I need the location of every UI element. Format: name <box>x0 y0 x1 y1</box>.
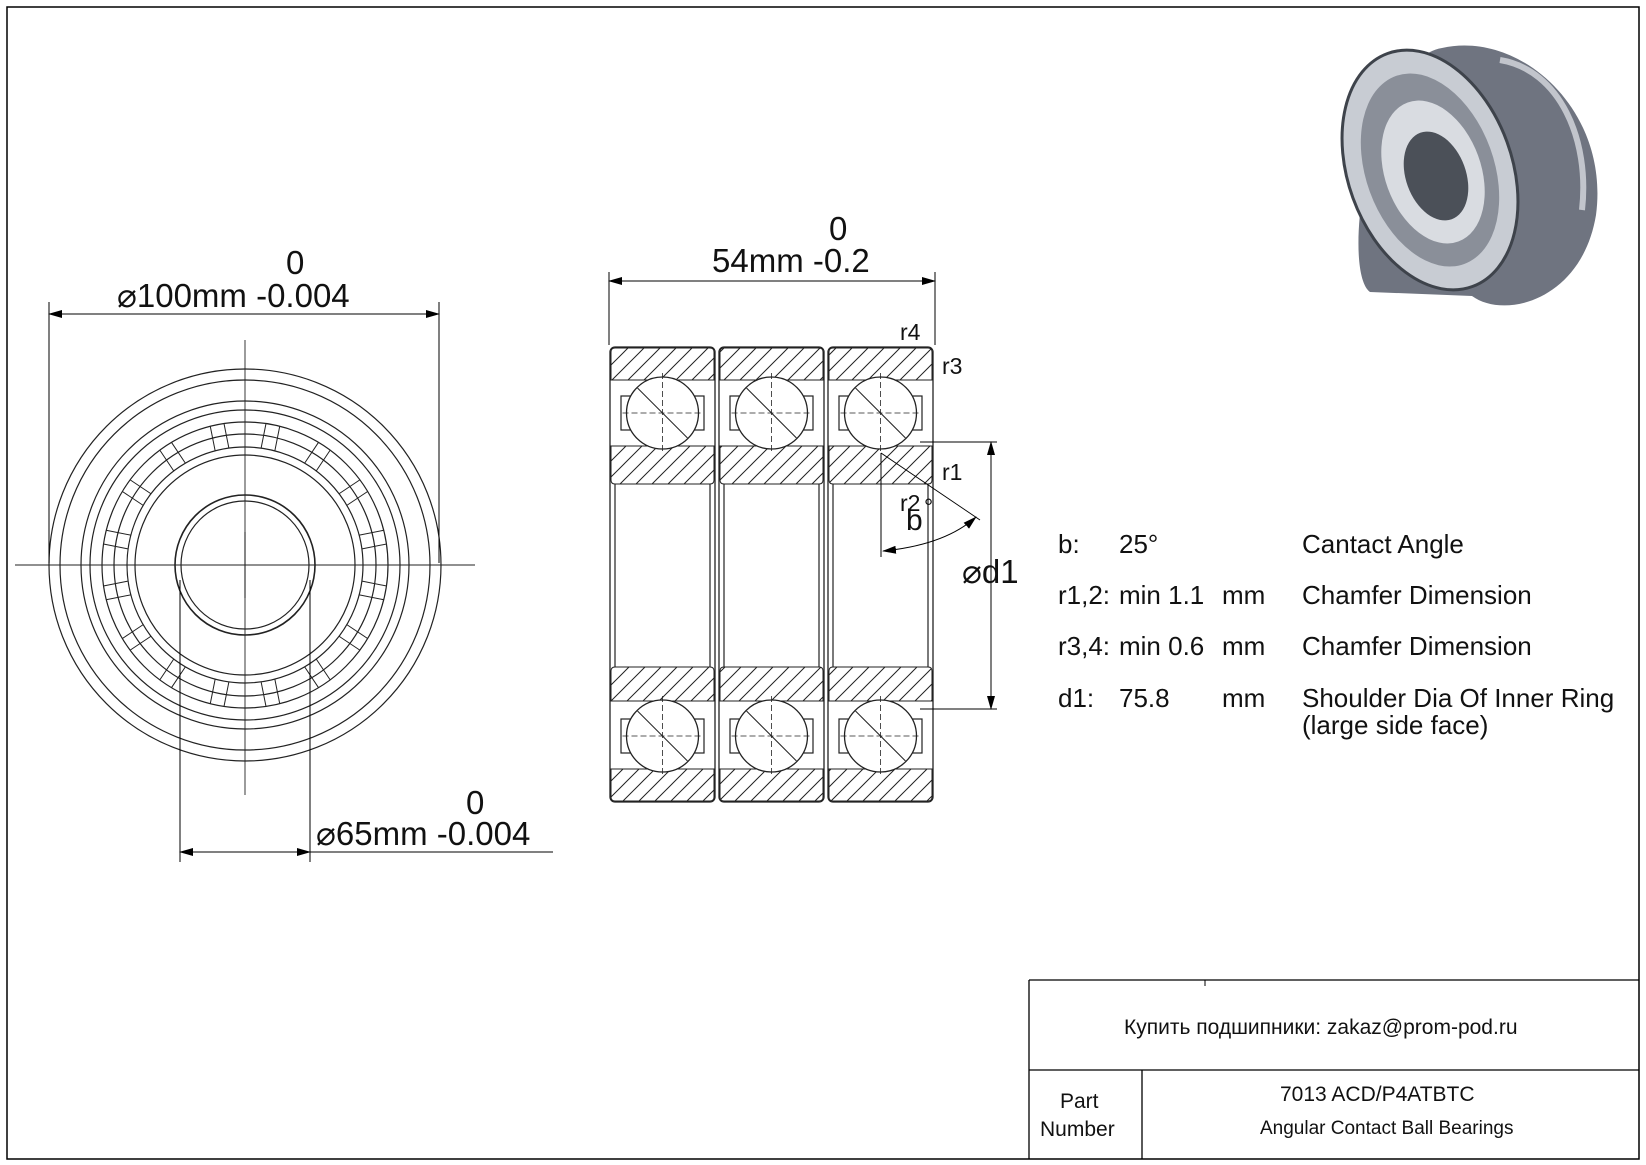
inner-ring-bottom <box>610 666 715 702</box>
contact-line <box>637 710 688 762</box>
contact-angle-b-label: b <box>906 504 923 537</box>
cage-pocket <box>209 423 230 451</box>
spec-value: 25° <box>1119 529 1159 559</box>
r4-label: r4 <box>900 319 921 345</box>
cage-pocket <box>260 423 281 451</box>
bore-diameter-lower-tol: -0.004 <box>436 815 531 852</box>
contact-line <box>746 387 797 439</box>
title-block <box>1028 979 1639 1159</box>
part-label-line1: Part <box>1060 1090 1099 1113</box>
bearing-3d-render <box>1340 45 1598 306</box>
cage-pocket <box>359 529 387 550</box>
cage-pocket <box>304 441 331 472</box>
unit-outline <box>718 346 825 803</box>
outer-diameter-nominal: 100mm <box>136 277 247 314</box>
inner-ring-bottom <box>828 666 933 702</box>
r2-label: r2 <box>900 490 921 516</box>
cage-pocket <box>159 441 186 472</box>
width-upper-tol: 0 <box>829 210 848 247</box>
bearing-unit <box>718 346 825 803</box>
spec-value: min 0.6 <box>1119 631 1205 661</box>
spec-key: d1: <box>1058 683 1095 713</box>
cage-pocket <box>260 679 281 707</box>
bore-diameter-label: ⌀65mm -0.004 <box>316 817 530 850</box>
spec-value: min 1.1 <box>1119 580 1205 610</box>
spec-description: Shoulder Dia Of Inner Ring <box>1302 683 1615 713</box>
cage-pocket <box>159 658 186 689</box>
spec-key: r1,2: <box>1058 580 1111 610</box>
outer-ring-top <box>719 347 824 381</box>
inner-ring-bottom <box>719 666 824 702</box>
part-label-line2: Number <box>1040 1118 1115 1141</box>
outer-ring-bottom <box>610 768 715 802</box>
spec-unit: mm <box>1222 631 1266 661</box>
d1-label: ⌀d1 <box>962 553 1019 590</box>
cage-pocket <box>121 624 152 651</box>
spec-description-line2: (large side face) <box>1302 710 1489 740</box>
outer-diameter-dimension <box>48 302 440 563</box>
width-dimension <box>608 272 936 345</box>
outer-ring-bottom <box>828 768 933 802</box>
outer-ring-top <box>610 347 715 381</box>
bearing-unit <box>827 346 934 803</box>
outer-diameter-label: ⌀100mm -0.004 <box>117 279 350 312</box>
contact-info: Купить подшипники: zakaz@prom-pod.ru <box>1124 1016 1518 1039</box>
width-nominal: 54mm <box>712 242 804 279</box>
outer-diameter-upper-tol: 0 <box>286 244 305 281</box>
degree-symbol: ° <box>924 494 934 520</box>
outer-ring-top <box>828 347 933 381</box>
cage-pocket <box>338 479 369 506</box>
spec-description: Cantact Angle <box>1302 529 1464 559</box>
bore-diameter-upper-tol: 0 <box>466 784 485 821</box>
diameter-symbol: ⌀ <box>316 815 336 852</box>
drawing-frame <box>6 6 1640 1160</box>
cage-pocket <box>103 580 131 601</box>
cage-pocket <box>209 679 230 707</box>
r3-label: r3 <box>942 353 963 379</box>
unit-outline <box>827 346 934 803</box>
part-type: Angular Contact Ball Bearings <box>1260 1118 1514 1139</box>
spec-description: Chamfer Dimension <box>1302 631 1532 661</box>
spec-unit: mm <box>1222 683 1266 713</box>
cage-pocket <box>103 529 131 550</box>
unit-outline <box>609 346 716 803</box>
spec-unit: mm <box>1222 580 1266 610</box>
front-view <box>15 340 475 795</box>
cage-pocket <box>359 580 387 601</box>
spec-key: r3,4: <box>1058 631 1111 661</box>
width-label: 54mm -0.2 <box>712 244 870 277</box>
cage-pocket <box>304 658 331 689</box>
spec-description: Chamfer Dimension <box>1302 580 1532 610</box>
spec-value: 75.8 <box>1119 683 1170 713</box>
width-lower-tol: -0.2 <box>812 242 870 279</box>
outer-ring-bottom <box>719 768 824 802</box>
bore-diameter-dimension <box>179 580 553 862</box>
bore-diameter-nominal: 65mm <box>335 815 428 852</box>
inner-ring-top <box>610 445 715 485</box>
contact-line <box>746 710 797 762</box>
cage-pocket <box>338 624 369 651</box>
inner-ring-top <box>719 445 824 485</box>
outer-diameter-lower-tol: -0.004 <box>256 277 350 314</box>
spec-key: b: <box>1058 529 1080 559</box>
contact-line <box>637 387 688 439</box>
cage-pocket <box>121 479 152 506</box>
section-view <box>608 272 997 803</box>
bearing-unit <box>609 346 716 803</box>
r1-label: r1 <box>942 459 963 485</box>
contact-line <box>855 387 906 439</box>
d1-dimension <box>880 441 997 710</box>
contact-line <box>855 710 906 762</box>
diameter-symbol: ⌀ <box>117 277 137 314</box>
part-number: 7013 ACD/P4ATBTC <box>1280 1083 1475 1106</box>
